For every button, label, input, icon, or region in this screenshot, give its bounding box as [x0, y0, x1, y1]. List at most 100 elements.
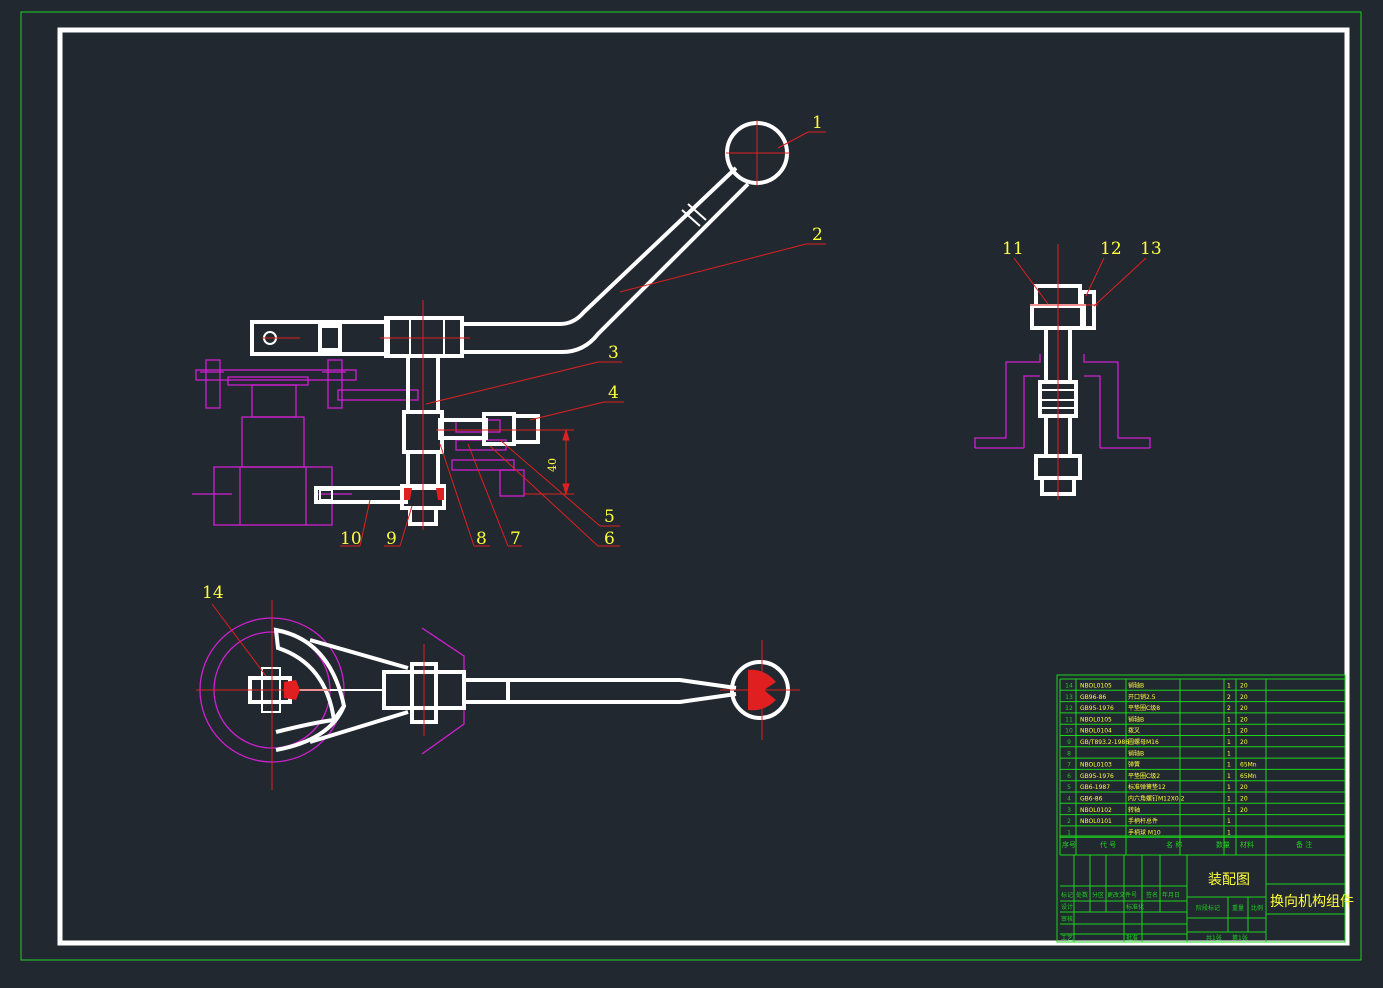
bom-header-remark: 备 注	[1296, 840, 1312, 849]
bom-cell-code: NBOL0101	[1080, 818, 1112, 825]
bom-cell-code: GB95-1976	[1080, 705, 1114, 712]
bom-cell-name: 转轴	[1128, 806, 1140, 814]
bom-cell-no: 9	[1067, 739, 1071, 746]
balloon-5: 5	[604, 507, 615, 527]
bom-cell-code: NBOL0102	[1080, 807, 1112, 814]
bom-header-mat: 材料	[1240, 840, 1254, 849]
bom-cell-no: 10	[1065, 728, 1073, 735]
bom-cell-code: GB6-86	[1080, 796, 1103, 803]
bom-cell-code: GB6-1987	[1080, 784, 1110, 791]
balloon-1: 1	[812, 113, 823, 133]
tb-change-doc: 更改文件号	[1107, 891, 1137, 899]
balloon-8: 8	[476, 529, 487, 549]
bom-cell-mat: 65Mn	[1240, 762, 1257, 769]
bom-cell-qty: 1	[1227, 773, 1231, 780]
tb-scale: 比例	[1251, 904, 1263, 912]
side-view: 11 12 13	[974, 239, 1162, 500]
bom-cell-code: NBOL0105	[1080, 683, 1112, 690]
tb-zone: 分区	[1092, 891, 1104, 899]
tb-design: 设计	[1061, 903, 1073, 911]
bom-cell-qty: 1	[1227, 750, 1231, 757]
bom-cell-qty: 2	[1227, 705, 1231, 712]
tb-approve: 批准	[1126, 934, 1138, 942]
bom-cell-no: 4	[1067, 796, 1071, 803]
balloon-6: 6	[604, 529, 615, 549]
dimension-40: 40	[546, 458, 559, 472]
bom-cell-name: 圆螺母M16	[1128, 738, 1159, 746]
bom-cell-qty: 1	[1227, 818, 1231, 825]
bom-cell-mat: 20	[1240, 796, 1248, 803]
bom-cell-no: 5	[1067, 784, 1071, 791]
bom-cell-qty: 2	[1227, 694, 1231, 701]
bom-cell-name: 销轴B	[1128, 749, 1144, 757]
tb-count: 处数	[1076, 891, 1088, 899]
bom-cell-code: GB/T893.2-1986	[1080, 739, 1129, 746]
drawing-type: 装配图	[1208, 872, 1250, 888]
tb-sheet-no: 第1张	[1232, 934, 1248, 942]
bom-cell-code: NBOL0105	[1080, 716, 1112, 723]
balloon-7: 7	[510, 529, 521, 549]
bom-header-qty: 数量	[1216, 840, 1230, 849]
balloon-9: 9	[386, 529, 397, 549]
bom-cell-mat: 20	[1240, 784, 1248, 791]
part-name: 换向机构组件	[1270, 893, 1354, 910]
bom-cell-name: 销轴B	[1128, 682, 1144, 690]
balloon-11: 11	[1002, 239, 1024, 259]
bom-cell-qty: 1	[1227, 784, 1231, 791]
balloon-3: 3	[608, 343, 619, 363]
inner-frame	[57, 27, 1350, 946]
bom-cell-no: 3	[1067, 807, 1071, 814]
bom-cell-mat: 20	[1240, 739, 1248, 746]
bom-cell-no: 14	[1065, 683, 1073, 690]
top-view: 14	[196, 583, 800, 790]
bom-cell-no: 7	[1067, 762, 1071, 769]
tb-process: 工艺	[1061, 934, 1073, 942]
bom-cell-no: 11	[1065, 716, 1073, 723]
balloon-4: 4	[608, 383, 619, 403]
bom-cell-code: NBOL0104	[1080, 728, 1112, 735]
bom-cell-name: 弹簧	[1128, 761, 1140, 769]
bom-cell-no: 2	[1067, 818, 1071, 825]
outer-frame	[20, 11, 1362, 961]
bom-cell-qty: 1	[1227, 728, 1231, 735]
bom-header-name: 名 称	[1166, 840, 1182, 849]
bom-cell-no: 13	[1065, 694, 1073, 701]
bom-cell-qty: 1	[1227, 762, 1231, 769]
front-view: 40 1 2 3 4 5 6 7 8 9 10	[192, 113, 826, 549]
balloon-2: 2	[812, 225, 823, 245]
bom-header-no: 序号	[1062, 840, 1076, 849]
tb-mark: 标记	[1061, 891, 1073, 899]
bom-cell-name: 销轴B	[1128, 715, 1144, 723]
bom-cell-name: 手柄杆总件	[1128, 817, 1158, 825]
balloon-12: 12	[1100, 239, 1122, 259]
tb-standard: 标准化	[1126, 903, 1144, 911]
bom-cell-name: 开口销2.5	[1128, 693, 1156, 701]
bom-cell-name: 手柄球 M10	[1128, 828, 1161, 836]
bom-cell-mat: 20	[1240, 807, 1248, 814]
balloon-10: 10	[340, 529, 362, 549]
tb-sheets: 共1张	[1206, 934, 1222, 942]
bom-cell-code: GB96-86	[1080, 694, 1106, 701]
bom-cell-no: 8	[1067, 750, 1071, 757]
tb-stage-mark: 阶段标记	[1196, 904, 1220, 912]
bom-cell-qty: 1	[1227, 716, 1231, 723]
bom-cell-no: 1	[1067, 829, 1071, 836]
bom-cell-qty: 1	[1227, 807, 1231, 814]
bom-cell-qty: 1	[1227, 796, 1231, 803]
bom-cell-mat: 20	[1240, 728, 1248, 735]
tb-sign: 签名	[1146, 891, 1158, 899]
tb-date: 年月日	[1162, 891, 1180, 899]
bom-cell-name: 平垫圈C级8	[1128, 704, 1160, 712]
bom-cell-name: 标准弹簧垫12	[1128, 783, 1166, 791]
tb-review: 审核	[1061, 915, 1073, 923]
bom-cell-mat: 20	[1240, 683, 1248, 690]
bom-header-code: 代 号	[1100, 840, 1116, 849]
bom-cell-name: 内六角螺钉M12X0.2	[1128, 795, 1185, 803]
balloon-13: 13	[1140, 239, 1162, 259]
bom-cell-qty: 1	[1227, 829, 1231, 836]
bom-cell-mat: 20	[1240, 705, 1248, 712]
balloon-14: 14	[202, 583, 224, 603]
bom-cell-name: 平垫圈C级2	[1128, 772, 1160, 780]
